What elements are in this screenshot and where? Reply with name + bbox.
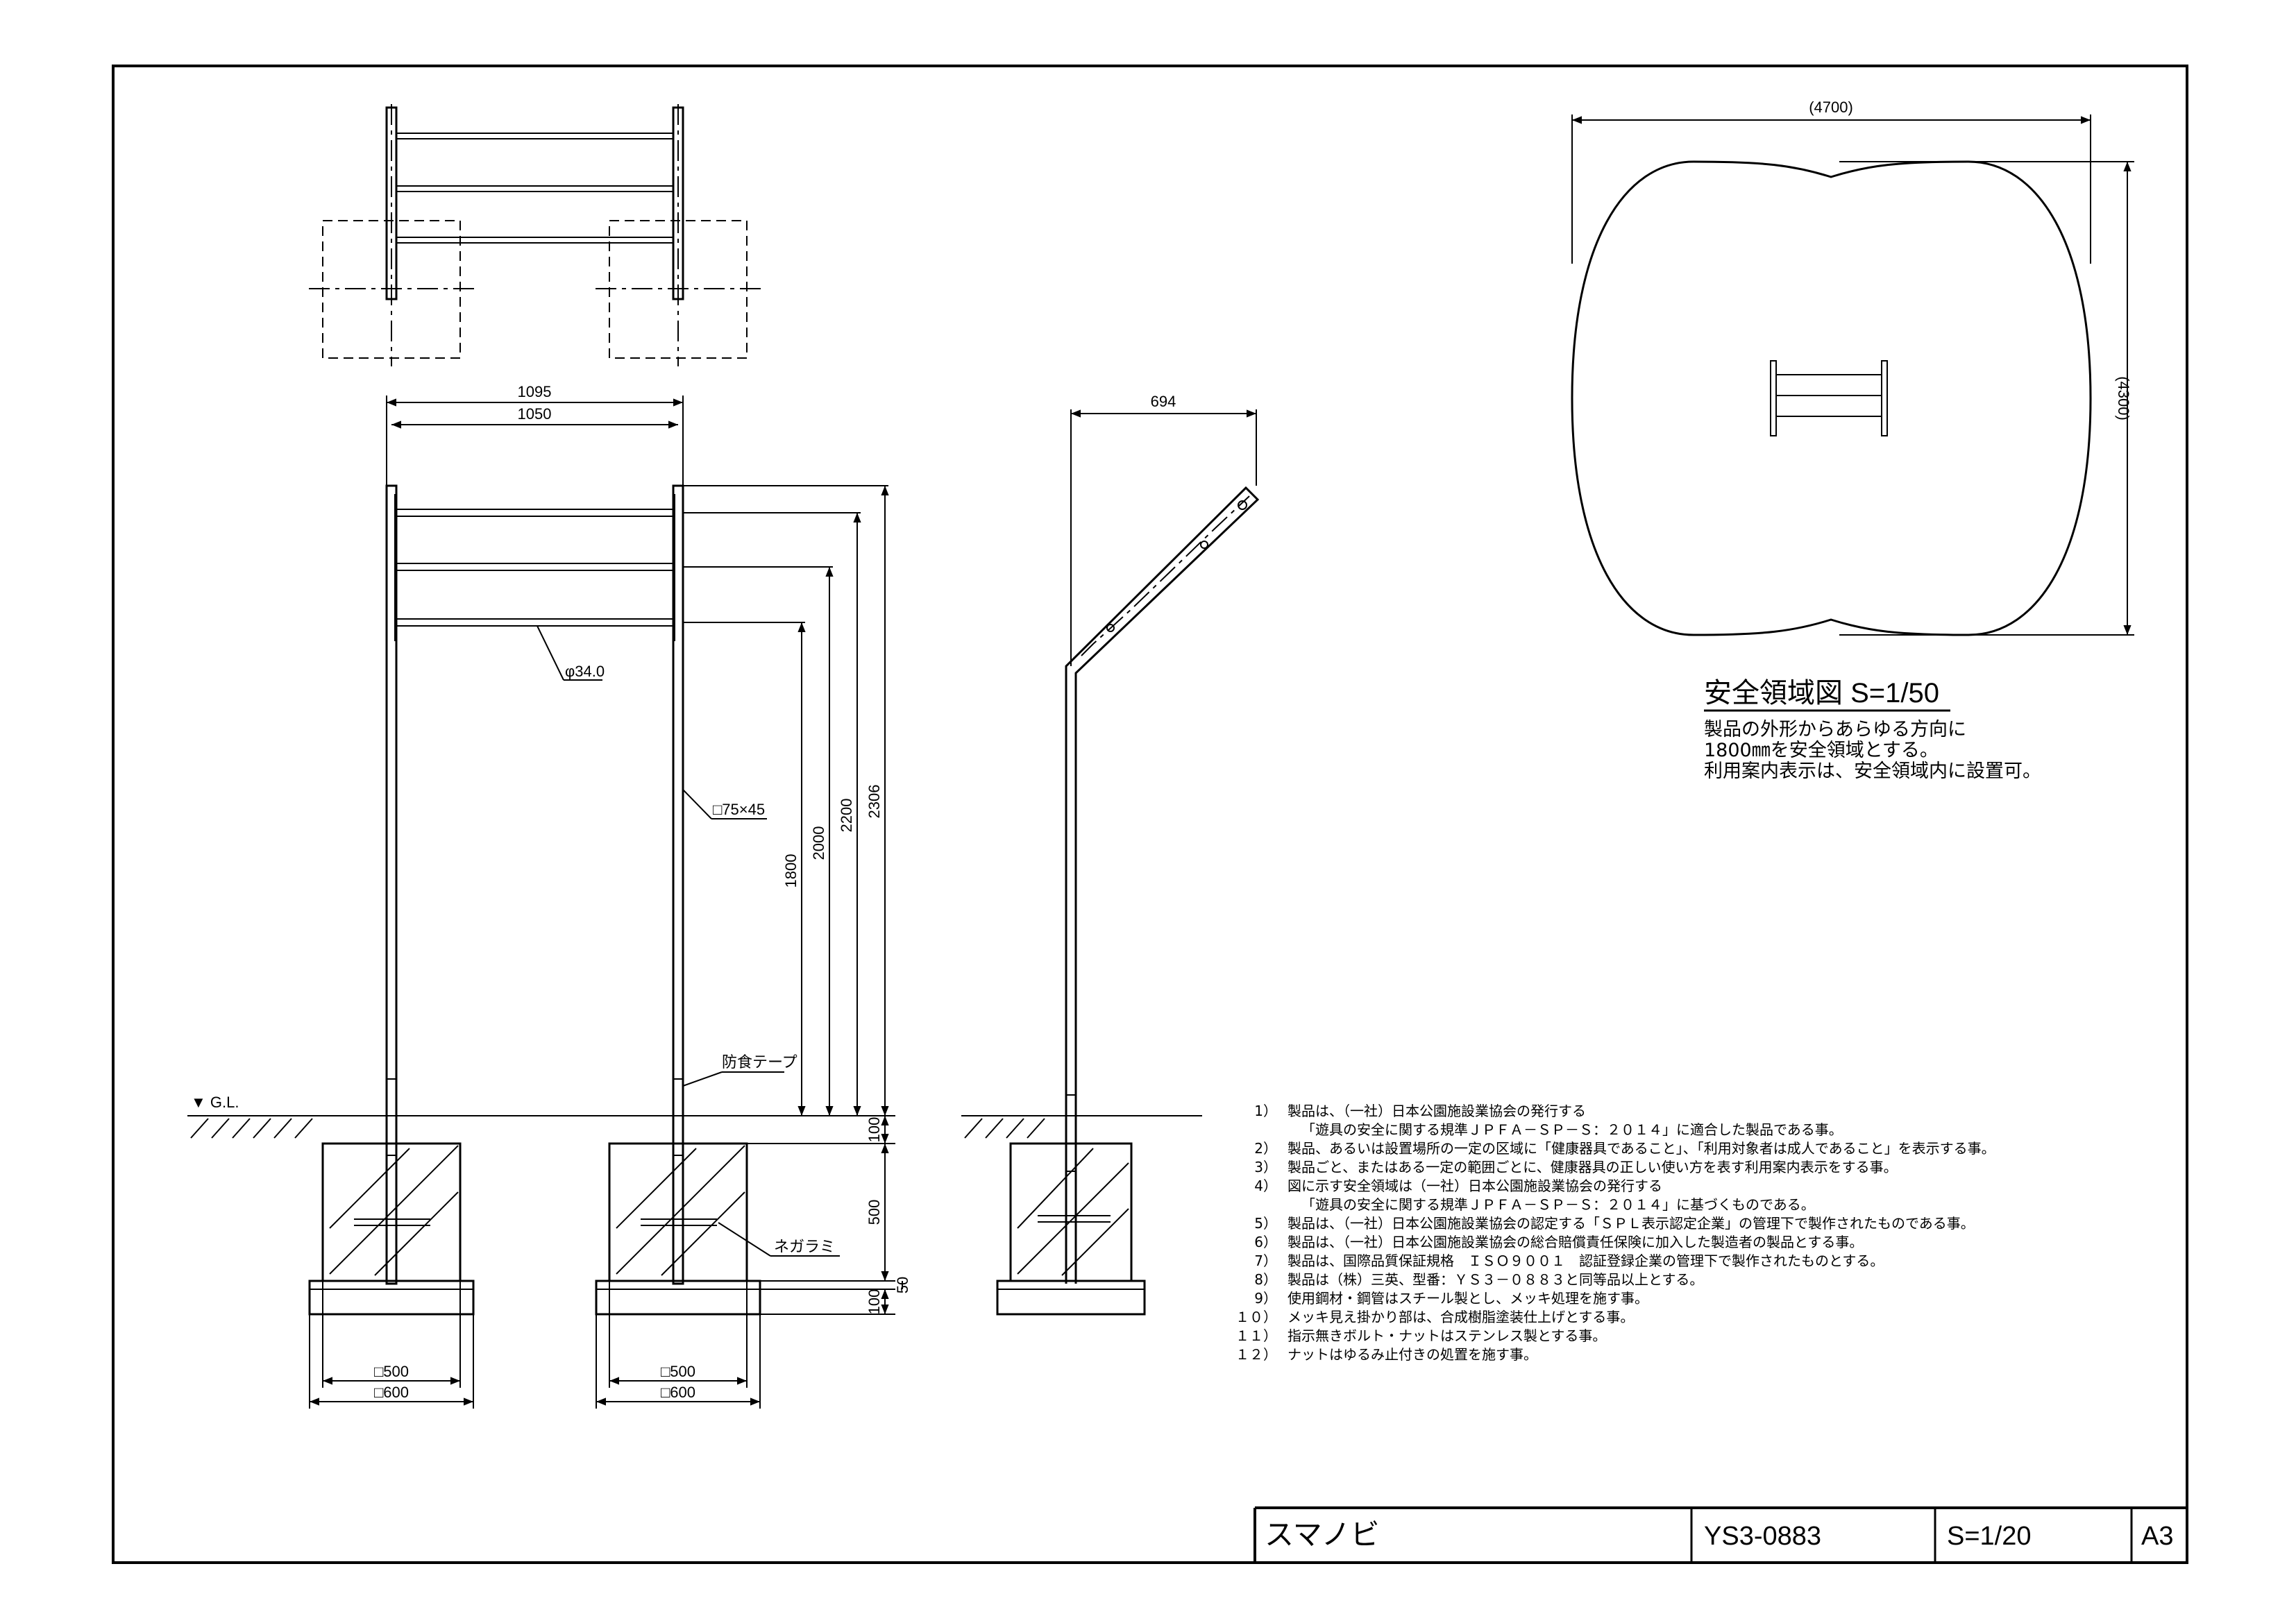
note-num: 9） [1254,1290,1277,1307]
note-text: 製品は、（一社）日本公園施設業協会の総合賠償責任保険に加入した製造者の製品とする… [1288,1234,1863,1250]
note-text: 製品ごと、またはある一定の範囲ごとに、健康器具の正しい使い方を表す利用案内表示を… [1288,1159,1898,1175]
note-text: 「遊具の安全に関する規準ＪＰＦＡ－ＳＰ－Ｓ：２０１４」に適合した製品である事。 [1301,1121,1843,1138]
note-num: １２） [1235,1346,1277,1363]
dim-50: 50 [894,1277,911,1293]
bar-middle [396,563,674,571]
note-text: 「遊具の安全に関する規準ＪＰＦＡ－ＳＰ－Ｓ：２０１４」に基づくものである。 [1301,1196,1815,1213]
safety-equipment-post-right [1881,360,1888,436]
gl-label: ▼ G.L. [191,1094,239,1111]
note-text: 製品は、（一社）日本公園施設業協会の発行する [1288,1103,1586,1119]
note-num: 2） [1254,1140,1277,1157]
side-gravel [996,1280,1146,1316]
gravel-right [595,1280,761,1316]
footing-600-left: □600 [374,1384,409,1401]
post-left [385,484,398,1285]
sheet-border [112,65,2188,1564]
note-text: 製品は、（一社）日本公園施設業協会の認定する「ＳＰＬ表示認定企業」の管理下で製作… [1288,1215,1975,1232]
dim-1050: 1050 [518,405,552,423]
tape-label: 防食テープ [722,1053,797,1071]
note-num: 6） [1254,1234,1277,1250]
note-num: 3） [1254,1159,1277,1175]
dim-1095: 1095 [518,383,552,400]
note-text: 製品は、国際品質保証規格 ＩＳＯ９００１ 認証登録企業の管理下で製作されたものと… [1288,1252,1884,1269]
safety-desc-3: 利用案内表示は、安全領域内に設置可。 [1704,760,2041,782]
note-text: 製品、あるいは設置場所の一定の区域に「健康器具であること」、「利用対象者は成人で… [1288,1140,1995,1157]
dim-100-top: 100 [866,1117,883,1143]
note-num: 4） [1254,1178,1277,1194]
side-view: 694 [961,393,1260,1316]
plan-post-right [672,106,684,300]
safety-equipment-post-left [1770,360,1777,436]
safety-dim-width: (4700) [1809,99,1853,116]
paper-size: A3 [2141,1522,2173,1551]
dim-2200: 2200 [838,799,855,833]
note-text: 図に示す安全領域は（一社）日本公園施設業協会の発行する [1288,1178,1662,1194]
note-text: 使用鋼材・鋼管はスチール製とし、メッキ処理を施す事。 [1288,1290,1648,1307]
dim-1800: 1800 [782,854,800,888]
post-right [672,484,684,1285]
note-text: メッキ見え掛かり部は、合成樹脂塗装仕上げとする事。 [1288,1309,1634,1325]
safety-boundary [1571,160,2092,636]
pipe-label: φ34.0 [565,663,605,680]
side-footing [1009,1142,1133,1282]
drawing-scale: S=1/20 [1947,1522,2032,1551]
safety-area: (4700) (4300) 安全領域図 S=1/50 製品の外形からあらゆる方向… [1571,99,2134,782]
note-text: 製品は（株）三英、型番：ＹＳ３－０８８３と同等品以上とする。 [1288,1271,1703,1288]
footing-500-right: □500 [661,1363,695,1380]
model-number: YS3-0883 [1704,1522,1821,1551]
dim-2000: 2000 [810,826,827,860]
note-num: 1） [1254,1103,1277,1119]
note-num: １０） [1235,1309,1277,1325]
title-block: スマノビ YS3-0883 S=1/20 A3 [1253,1506,2187,1563]
notes: 1） 製品は、（一社）日本公園施設業協会の発行する 「遊具の安全に関する規準ＪＰ… [1235,1103,1995,1363]
post-label: □75×45 [713,801,765,818]
safety-title: 安全領域図 S=1/50 [1704,678,1939,708]
anchor-label: ネガラミ [774,1238,835,1255]
dim-2306: 2306 [866,785,883,819]
footing-500-left: □500 [374,1363,409,1380]
note-num: 7） [1254,1252,1277,1269]
note-text: ナットはゆるみ止付きの処置を施す事。 [1288,1346,1537,1363]
side-post [1065,486,1260,1284]
note-num: １１） [1235,1327,1277,1344]
note-num: 5） [1254,1215,1277,1232]
product-name: スマノビ [1265,1518,1379,1552]
gravel-left [308,1280,475,1316]
safety-desc-1: 製品の外形からあらゆる方向に [1704,719,1966,740]
plan-post-left [385,106,398,300]
dim-694: 694 [1151,393,1176,410]
bar-top [396,509,674,517]
dim-500: 500 [866,1200,883,1225]
footing-600-right: □600 [661,1384,695,1401]
safety-dim-height: (4300) [2115,376,2132,420]
dim-100-bottom: 100 [866,1289,883,1315]
plan-view [309,104,763,366]
bar-bottom [396,618,674,627]
front-view: 1095 1050 φ34.0 □75×45 1800 2000 2200 23… [187,383,911,1409]
safety-desc-2: 1800㎜を安全領域とする。 [1704,740,1939,761]
note-text: 指示無きボルト・ナットはステンレス製とする事。 [1288,1327,1606,1344]
note-num: 8） [1254,1271,1277,1288]
